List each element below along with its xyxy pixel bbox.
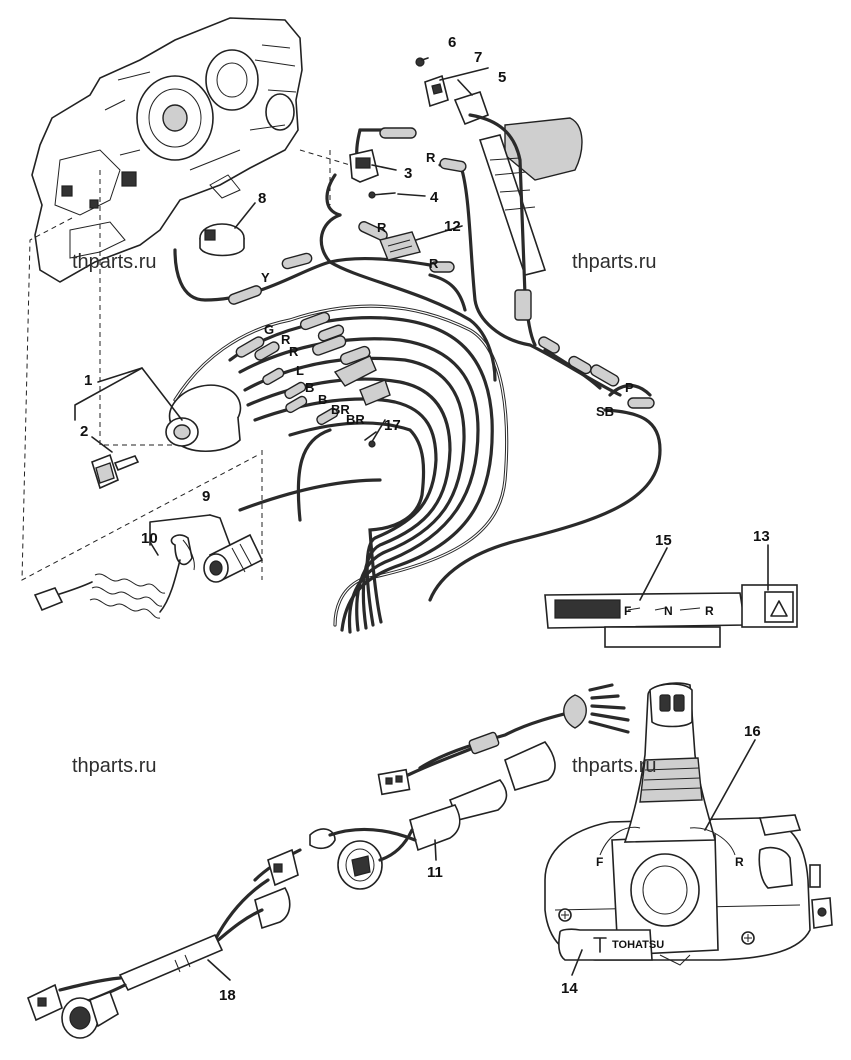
watermarks: thparts.ru thparts.ru thparts.ru thparts… [72,251,656,777]
callout-12: 12 [444,218,461,235]
indicator-f-label: F [624,604,631,618]
wire-color-labels: R R R Y G R R L B B BR BR P SB [261,150,634,427]
callout-15: 15 [655,532,672,549]
callout-numbers: 1 2 3 4 5 6 7 8 9 10 11 12 13 14 15 16 1… [80,34,770,1004]
fuse-part-12 [379,231,421,261]
wire-label-r-mid: R [377,220,387,235]
callout-16: 16 [744,723,761,740]
main-switch-part-1 [165,384,242,452]
callout-1: 1 [84,372,92,389]
bracket-part-7 [424,74,449,108]
callout-5: 5 [498,69,506,86]
remote-control-part-16: F R TOHATSU [544,682,833,966]
callout-14: 14 [561,980,578,997]
callout-4: 4 [430,189,439,206]
wire-label-r-b: R [289,344,299,359]
connector-bullets [228,127,655,448]
stop-switch-part-9 [203,533,264,583]
wire-label-br-b: BR [346,412,365,427]
remote-r-label: R [735,855,744,869]
wire-label-l: L [296,363,304,378]
harness-part-11 [253,683,630,890]
callout-3: 3 [404,165,412,182]
callout-8: 8 [258,190,266,207]
key-part-2 [91,453,140,490]
wire-label-b-a: B [305,380,314,395]
wire-label-r-a: R [281,332,291,347]
buzzer-part-8 [199,223,245,257]
wire-label-sb: SB [596,404,614,419]
wire-label-p: P [625,380,634,395]
callout-2: 2 [80,423,88,440]
lanyard-part-10 [33,534,195,619]
callout-10: 10 [141,530,158,547]
indicator-n-label: N [664,604,673,618]
wire-label-y: Y [261,270,270,285]
watermark-4: thparts.ru [572,755,656,777]
callout-13: 13 [753,528,770,545]
wire-label-b-b: B [318,392,327,407]
callout-17: 17 [384,417,401,434]
wire-label-g: G [264,322,274,337]
callout-7: 7 [474,49,482,66]
switch-part-5 [453,91,583,347]
callout-leaders [74,57,769,981]
switch-part-3 [349,149,379,183]
engine-block [31,17,303,283]
callout-6: 6 [448,34,456,51]
brand-label: TOHATSU [612,939,664,951]
extension-harness-part-18 [27,848,299,1039]
screw-part-4 [368,191,396,199]
callout-18: 18 [219,987,236,1004]
watermark-1: thparts.ru [72,251,156,273]
wire-label-r-top: R [426,150,436,165]
callout-11: 11 [427,864,443,881]
wire-label-r-right: R [429,256,439,271]
indicator-r-label: R [705,604,714,618]
indicator-panel: F N R [544,584,798,648]
wire-label-br-a: BR [331,402,350,417]
callout-9: 9 [202,488,210,505]
watermark-2: thparts.ru [572,251,656,273]
watermark-3: thparts.ru [72,755,156,777]
remote-f-label: F [596,855,603,869]
